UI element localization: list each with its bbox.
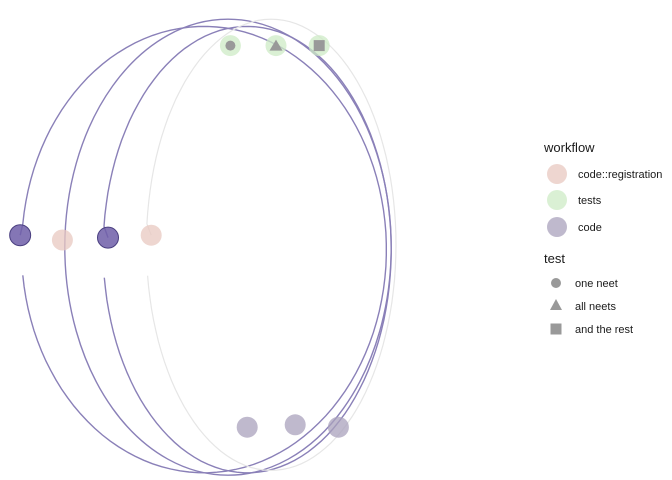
data-point-1 xyxy=(51,229,73,251)
data-point-8 xyxy=(284,414,306,436)
legend-key-code xyxy=(547,217,567,237)
arc-2 xyxy=(64,18,392,476)
arc-layer xyxy=(19,18,397,476)
legend-key-tests xyxy=(547,190,567,210)
data-point-9 xyxy=(327,416,349,438)
legend-label-all-neets: all neets xyxy=(575,301,616,313)
data-point-3 xyxy=(140,224,162,246)
point-layer xyxy=(9,35,349,438)
point-bubble-7 xyxy=(236,416,258,438)
data-point-4 xyxy=(219,35,241,57)
legend-label-one-neet: one neet xyxy=(575,278,618,290)
point-bubble-1 xyxy=(51,229,73,251)
data-point-2 xyxy=(97,226,119,249)
legend-key-circle-icon xyxy=(551,278,561,288)
point-bubble-9 xyxy=(327,416,349,438)
data-point-6 xyxy=(308,35,330,57)
data-point-0 xyxy=(9,224,32,247)
point-bubble-3 xyxy=(140,224,162,246)
data-point-5 xyxy=(265,35,287,57)
legend-label-code: code xyxy=(578,222,602,234)
legend-test: test one neet all neets and the rest xyxy=(544,251,633,336)
point-shape-square-icon xyxy=(313,40,325,52)
point-bubble-2 xyxy=(97,226,119,249)
legend-key-triangle-icon xyxy=(550,299,562,310)
arc-3 xyxy=(146,18,397,472)
point-shape-circle-icon xyxy=(225,40,236,51)
plot-area xyxy=(9,18,397,476)
legend-workflow-title: workflow xyxy=(543,140,595,155)
legend-label-code-registration: code::registration xyxy=(578,169,662,181)
legend: workflow code::registration tests code t… xyxy=(543,140,662,336)
data-point-7 xyxy=(236,416,258,438)
legend-test-title: test xyxy=(544,251,565,266)
legend-label-tests: tests xyxy=(578,195,602,207)
point-bubble-0 xyxy=(9,224,32,247)
legend-key-code-registration xyxy=(547,164,567,184)
point-bubble-8 xyxy=(284,414,306,436)
point-shape-triangle-icon xyxy=(269,39,283,51)
legend-workflow: workflow code::registration tests code xyxy=(543,140,662,237)
arc-0 xyxy=(19,25,387,474)
legend-key-square-icon xyxy=(550,323,562,335)
legend-label-and-the-rest: and the rest xyxy=(575,324,633,336)
